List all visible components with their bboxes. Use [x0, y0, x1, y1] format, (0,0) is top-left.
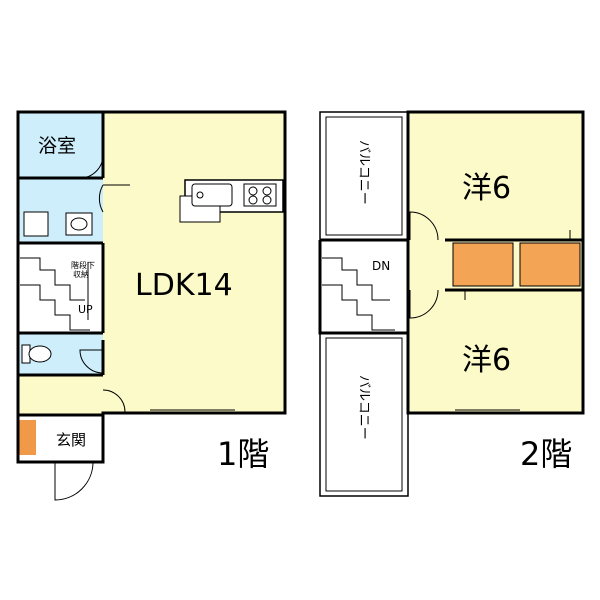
stair-area-1f [18, 243, 103, 333]
bath-room [18, 112, 103, 178]
stove-icon [243, 183, 277, 207]
western-room-2-label: 洋6 [462, 343, 511, 378]
stairs-2f [322, 257, 395, 331]
floor-2-label: 2階 [520, 435, 572, 473]
entrance-tile [18, 420, 36, 455]
western-room-2 [408, 290, 583, 413]
door-room2 [409, 289, 439, 319]
ldk-label: LDK14 [135, 268, 233, 303]
stair-up-label: UP [78, 303, 93, 316]
outer-wall-1f [16, 110, 287, 464]
outer-wall-2f [406, 110, 585, 415]
western-room-1-label: 洋6 [462, 171, 511, 206]
balcony-bottom-inner [325, 337, 403, 492]
balcony-bottom [319, 332, 409, 497]
stairs-1f [20, 257, 90, 331]
sink-icon [191, 183, 233, 207]
door-toilet [79, 349, 104, 374]
floor-2: 洋6 洋6 DN バルコニー バルコニー 2階 [318, 110, 585, 497]
floor-1-label: 1階 [217, 435, 269, 473]
stair-wall-2f [318, 238, 408, 335]
closet-1 [452, 242, 514, 287]
kitchen-counter [179, 179, 284, 223]
storage-label-1: 階段下 [71, 260, 95, 270]
balcony-bottom-label: バルコニー [356, 375, 371, 440]
door-bath [79, 154, 104, 179]
closet-2 [519, 242, 581, 287]
hall-1f [18, 375, 103, 415]
bath-label: 浴室 [38, 135, 76, 157]
stair-down-label: DN [372, 259, 390, 273]
storage-label-2: 収納 [73, 269, 89, 279]
ldk-room [103, 112, 285, 413]
entrance-label: 玄関 [56, 431, 86, 449]
stair-area-2f [320, 240, 408, 333]
door-front [54, 461, 94, 501]
floor-1: 浴室 LDK14 階段下 収納 UP 玄関 1階 [16, 110, 287, 501]
balcony-top-label: バルコニー [356, 140, 371, 205]
balcony-top-inner [325, 116, 403, 236]
washbasin-icon [23, 211, 93, 237]
western-room-1 [408, 112, 583, 240]
door-closet [464, 230, 571, 300]
toilet-icon [21, 344, 52, 364]
door-hall-ldk [102, 389, 126, 413]
door-ldk-left [98, 184, 130, 213]
door-room1 [409, 211, 439, 241]
